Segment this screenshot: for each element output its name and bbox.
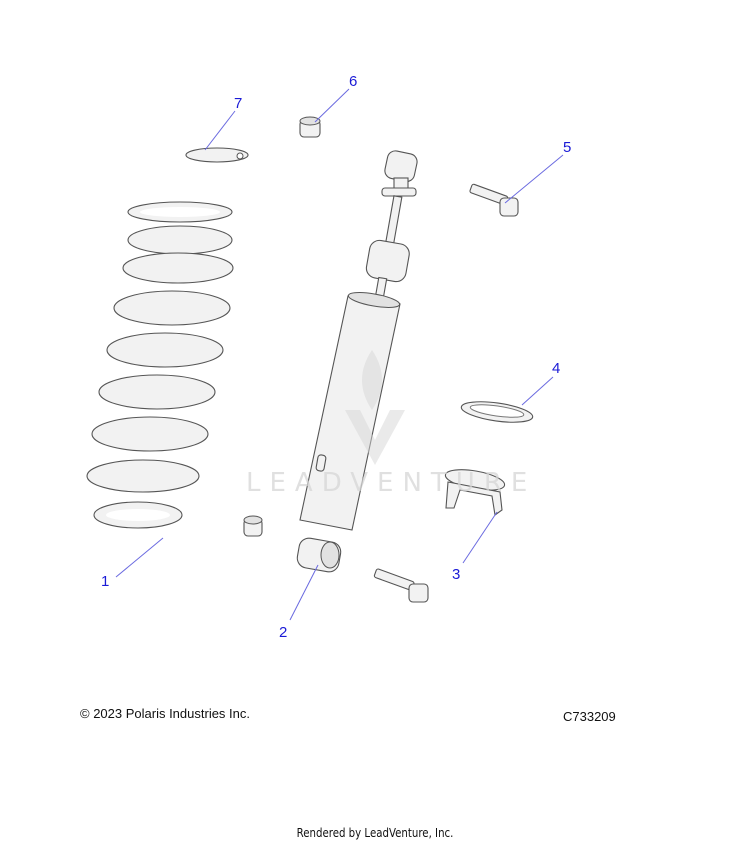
washer-part[interactable] bbox=[460, 398, 534, 426]
callout-5[interactable]: 5 bbox=[563, 139, 571, 156]
bushing-part[interactable] bbox=[299, 116, 321, 138]
figure-id: C733209 bbox=[563, 709, 616, 724]
spring-retainer-part[interactable] bbox=[444, 466, 506, 516]
coil-spring-part[interactable] bbox=[86, 201, 234, 529]
callout-7[interactable]: 7 bbox=[234, 95, 242, 112]
watermark-text: LEADVENTURE bbox=[246, 468, 536, 498]
copyright-text: © 2023 Polaris Industries Inc. bbox=[80, 706, 250, 721]
callout-6[interactable]: 6 bbox=[349, 73, 357, 90]
callout-2[interactable]: 2 bbox=[279, 624, 287, 641]
callout-3[interactable]: 3 bbox=[452, 566, 460, 583]
bolt-part-lower[interactable] bbox=[373, 568, 429, 603]
shock-absorber-part[interactable] bbox=[296, 149, 419, 573]
bolt-part-upper[interactable] bbox=[469, 183, 519, 217]
callout-1[interactable]: 1 bbox=[101, 573, 109, 590]
watermark-logo: LEADVENTURE bbox=[246, 350, 536, 498]
rendered-by-text: Rendered by LeadVenture, Inc. bbox=[296, 826, 454, 840]
bushing-part-lower[interactable] bbox=[243, 515, 263, 537]
spring-seat-part[interactable] bbox=[185, 147, 249, 163]
callout-4[interactable]: 4 bbox=[552, 360, 560, 377]
